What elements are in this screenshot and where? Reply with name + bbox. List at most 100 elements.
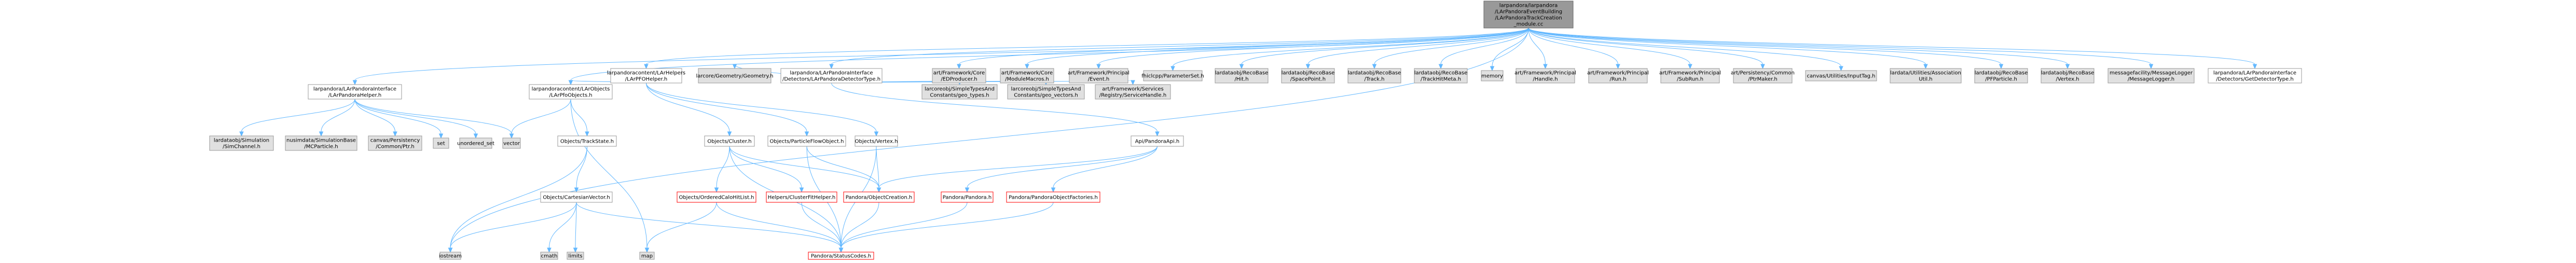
node-label-msglogger: messagefacility/MessageLogger [2110, 71, 2193, 76]
dependency-edge-lc_objects-map [570, 99, 648, 248]
node-box-pfo [767, 135, 846, 147]
node-label-assnutil: Util.h [1919, 77, 1932, 82]
dependency-edge-clusterfithelper-statuscodes [801, 202, 842, 248]
graph-node-lc_helper[interactable]: larpandoracontent/LArHelpers/LArPFOHelpe… [607, 68, 685, 84]
graph-node-objfactories[interactable]: Pandora/PandoraObjectFactories.h [1006, 191, 1100, 203]
dependency-edge-root-msglogger [1528, 27, 2152, 65]
dependency-arrowhead-root-lc_helper [644, 64, 649, 70]
graph-node-pandoraapi[interactable]: Api/PandoraApi.h [1131, 135, 1184, 147]
node-label-simchannel: /SimChannel.h [223, 144, 260, 150]
dependency-arrowhead-cartesian-limits [573, 247, 578, 253]
node-box-lc_objects [529, 84, 613, 100]
graph-node-getdetector[interactable]: larpandora/LArPandoraInterface/Detectors… [2208, 68, 2302, 84]
node-label-vector: vector [503, 141, 520, 147]
node-label-unordered_set: unordered_set [457, 141, 494, 147]
dependency-arrowhead-root-art_event [1096, 64, 1101, 70]
dependency-edge-lc_helper-pfo [646, 82, 807, 132]
node-label-mcparticle: /MCParticle.h [304, 144, 338, 150]
dependency-arrowhead-root-inputtag [1839, 66, 1843, 72]
dependency-arrowhead-lc_objects-trackstate [585, 131, 589, 137]
graph-node-objvertex[interactable]: Objects/Vertex.h [855, 135, 898, 147]
graph-node-lc_objects[interactable]: larpandoracontent/LArObjects/LArPfoObjec… [529, 84, 613, 100]
dependency-arrowhead-root-art_handle [1543, 64, 1548, 70]
graph-node-msglogger: messagefacility/MessageLogger/MessageLog… [2107, 68, 2195, 84]
node-label-geo_types: Constants/geo_types.h [930, 93, 989, 99]
node-box-root [1483, 1, 1574, 29]
dependency-edge-lp_helper-canvas_ptr [354, 99, 395, 132]
graph-node-root[interactable]: larpandora/larpandora/LArPandoraEventBui… [1483, 1, 1574, 29]
nodes-layer: larpandora/larpandora/LArPandoraEventBui… [209, 1, 2302, 260]
graph-node-limits: limits [567, 252, 584, 260]
node-box-pfparticle [1974, 68, 2028, 84]
dependency-edge-lc_helper-objvertex [646, 82, 877, 132]
dependency-arrowhead-orderedcalohit-map [644, 247, 650, 253]
dependency-arrowhead-objfactories-statuscodes [838, 247, 844, 253]
graph-node-objcreation[interactable]: Pandora/ObjectCreation.h [843, 191, 915, 203]
node-label-art_ptrmaker: art/Persistency/Common [1731, 71, 1795, 76]
node-label-vertex_rb: lardataobj/RecoBase [2041, 71, 2095, 76]
dependency-arrowhead-root-vertex_rb [2065, 64, 2070, 70]
graph-node-lp_detector[interactable]: larpandora/LArPandoraInterface/Detectors… [780, 68, 883, 84]
graph-node-pfo[interactable]: Objects/ParticleFlowObject.h [767, 135, 846, 147]
graph-node-track: lardataobj/RecoBase/Track.h [1347, 68, 1401, 84]
node-box-art_ptrmaker [1733, 68, 1793, 84]
node-box-vertex_rb [2041, 68, 2095, 84]
node-label-servicehandle: art/Framework/Services [1102, 87, 1163, 92]
graph-node-trackstate[interactable]: Objects/TrackState.h [557, 135, 617, 147]
dependency-edge-pfo-objcreation [806, 146, 879, 188]
node-label-assnutil: lardata/Utilities/Association [1890, 71, 1961, 76]
node-label-art_handle: art/Framework/Principal [1514, 71, 1576, 76]
graph-node-clusterfithelper[interactable]: Helpers/ClusterFitHelper.h [766, 191, 837, 203]
dependency-edge-cluster-clusterfithelper [729, 146, 802, 188]
dependency-arrowhead-root-msglogger [2148, 64, 2154, 70]
dependency-edge-pandoraapi-objfactories [1053, 146, 1158, 188]
graph-node-spacepoint: lardataobj/RecoBase/SpacePoint.h [1281, 68, 1335, 84]
node-box-pandora_h [941, 191, 994, 203]
graph-node-statuscodes[interactable]: Pandora/StatusCodes.h [808, 252, 874, 260]
node-box-cmath [540, 252, 558, 260]
graph-node-cartesian[interactable]: Objects/CartesianVector.h [540, 191, 613, 203]
node-box-servicehandle [1095, 84, 1171, 100]
node-box-map [639, 252, 655, 260]
graph-node-set: set [433, 137, 449, 149]
dependency-edge-orderedcalohit-statuscodes [716, 202, 842, 248]
node-label-cluster: Objects/Cluster.h [707, 139, 751, 145]
dependency-edge-root-art_handle [1528, 27, 1546, 65]
node-label-root: /LArPandoraEventBuilding [1495, 9, 1562, 15]
node-box-simchannel [209, 135, 274, 151]
dependency-edge-cartesian-limits [575, 202, 577, 248]
graph-node-pfparticle: lardataobj/RecoBase/PFParticle.h [1974, 68, 2028, 84]
node-box-geo_vectors [1007, 84, 1085, 100]
graph-node-orderedcalohit[interactable]: Objects/OrderedCaloHitList.h [677, 191, 756, 203]
graph-node-cluster[interactable]: Objects/Cluster.h [704, 135, 755, 147]
graph-node-cmath: cmath [540, 252, 558, 260]
node-box-lc_helper [610, 68, 682, 84]
graph-node-art_macros: art/Framework/Core/ModuleMacros.h [1000, 68, 1054, 84]
graph-node-lp_helper[interactable]: larpandora/LArPandoraInterface/LArPandor… [308, 84, 402, 100]
node-box-track [1347, 68, 1401, 84]
dependency-edge-trackstate-cartesian [576, 146, 587, 188]
node-label-pandoraapi: Api/PandoraApi.h [1135, 139, 1180, 145]
node-box-orderedcalohit [677, 191, 756, 203]
node-box-mcparticle [285, 135, 357, 151]
graph-node-art_run: art/Framework/Principal/Run.h [1587, 68, 1649, 84]
graph-node-unordered_set: unordered_set [457, 137, 494, 149]
dependency-edge-cartesian-cmath [549, 202, 577, 248]
node-label-spacepoint: /SpacePoint.h [1290, 77, 1326, 82]
dependency-edge-lp_helper-simchannel [241, 99, 355, 132]
node-box-iostream [439, 252, 461, 260]
graph-node-art_subrun: art/Framework/Principal/SubRun.h [1659, 68, 1721, 84]
node-box-clusterfithelper [766, 191, 837, 203]
dependency-arrowhead-lp_detector-pandoraapi [1155, 131, 1160, 137]
node-label-hit: lardataobj/RecoBase [1215, 71, 1269, 76]
dependency-edge-pandoraapi-pandora_h [967, 146, 1158, 188]
graph-node-iostream: iostream [439, 252, 462, 260]
graph-node-pandora_h[interactable]: Pandora/Pandora.h [941, 191, 994, 203]
dependency-edge-objcreation-statuscodes [841, 202, 879, 248]
dependency-edge-lc_objects-vector [511, 99, 571, 134]
node-label-art_subrun: art/Framework/Principal [1659, 71, 1721, 76]
node-label-memory: memory [1481, 74, 1503, 79]
node-label-lc_helper: larpandoracontent/LArHelpers [607, 71, 685, 76]
dependency-arrowhead-root-fhicl [1170, 66, 1175, 72]
dependency-edge-root-memory [1492, 27, 1529, 67]
